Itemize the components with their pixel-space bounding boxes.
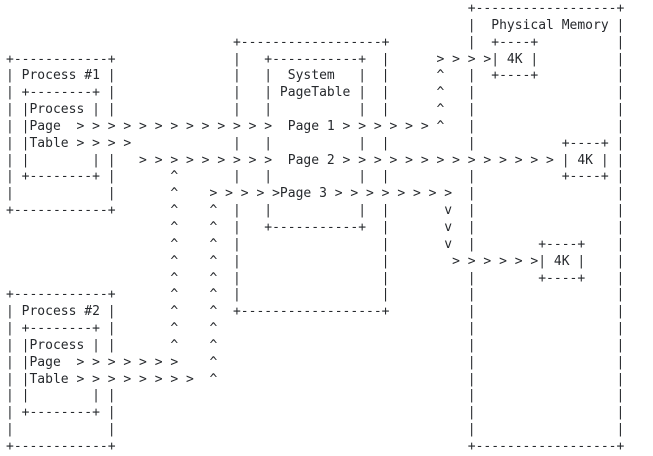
ascii-memory-paging-diagram: +------------------+ | Physical Memory |… (6, 1, 625, 454)
memory-paging-diagram-screen: +------------------+ | Physical Memory |… (6, 1, 625, 454)
